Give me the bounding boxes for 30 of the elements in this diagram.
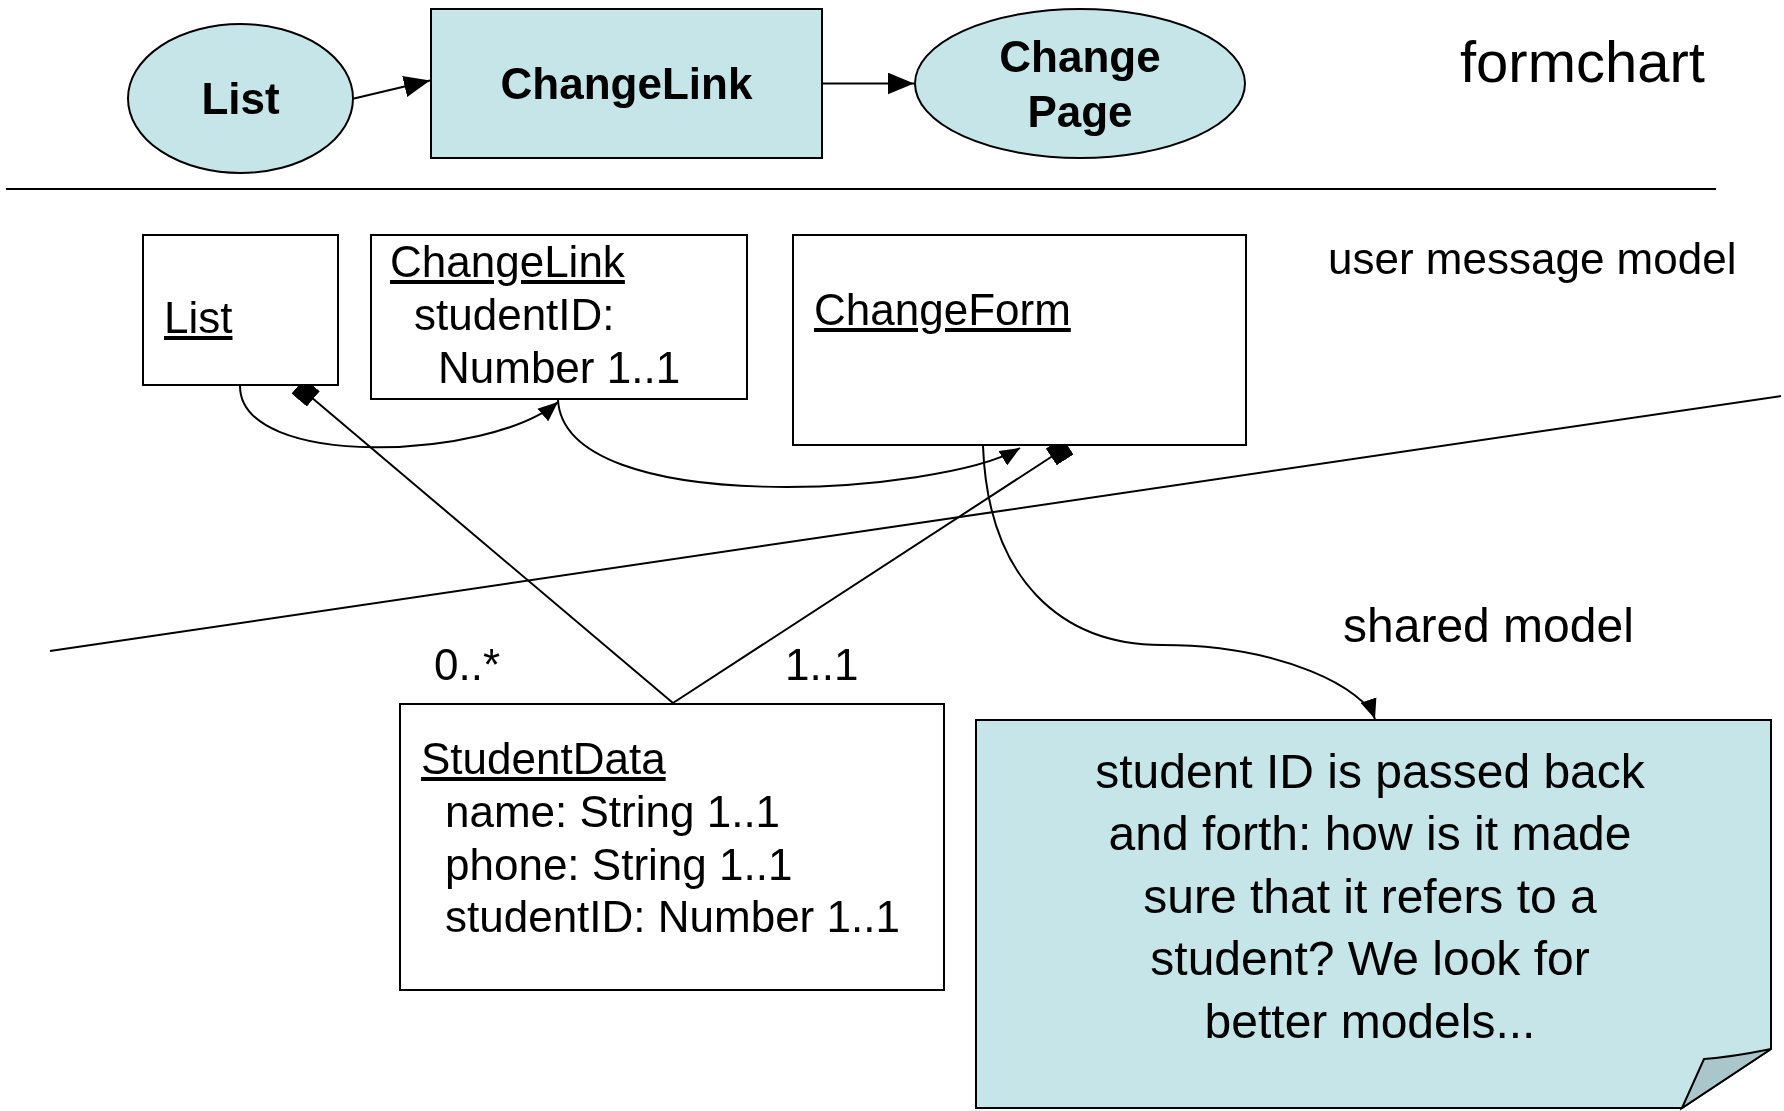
attribute-text: name: String 1..1 [444, 785, 782, 838]
action-box [430, 8, 823, 159]
section-title: user message model [1328, 234, 1737, 284]
arrow [239, 385, 559, 449]
multiplicity-label: 1..1 [785, 640, 859, 690]
section-title: shared model [1343, 598, 1634, 653]
state-ellipse [127, 23, 354, 174]
class-box [142, 234, 339, 386]
class-name: ChangeLink [390, 236, 625, 288]
class-box [792, 234, 1247, 446]
node-label: ChangeLink [500, 58, 753, 110]
class-name: List [164, 292, 233, 344]
attribute-text: phone: String 1..1 [444, 838, 794, 891]
node-label: List [201, 73, 280, 125]
note-text: student ID is passed back and forth: how is it made sure that it refers to a student? We look for better models... [1094, 744, 1646, 1050]
arrow [822, 72, 915, 95]
class-box [370, 234, 748, 400]
attribute-text: studentID: Number 1..1 [444, 891, 901, 944]
arrow [353, 75, 431, 100]
section-title: formchart [1460, 28, 1705, 95]
class-name: StudentData [421, 733, 666, 785]
class-box [399, 703, 945, 991]
node-label: Change Page [998, 30, 1162, 138]
arrow [982, 445, 1376, 720]
attribute-text: studentID: Number 1..1 [413, 288, 682, 394]
arrow [557, 399, 1021, 488]
note-shape [975, 719, 1772, 1109]
class-name: ChangeForm [814, 284, 1071, 336]
multiplicity-label: 0..* [434, 640, 501, 690]
state-ellipse [914, 8, 1246, 159]
